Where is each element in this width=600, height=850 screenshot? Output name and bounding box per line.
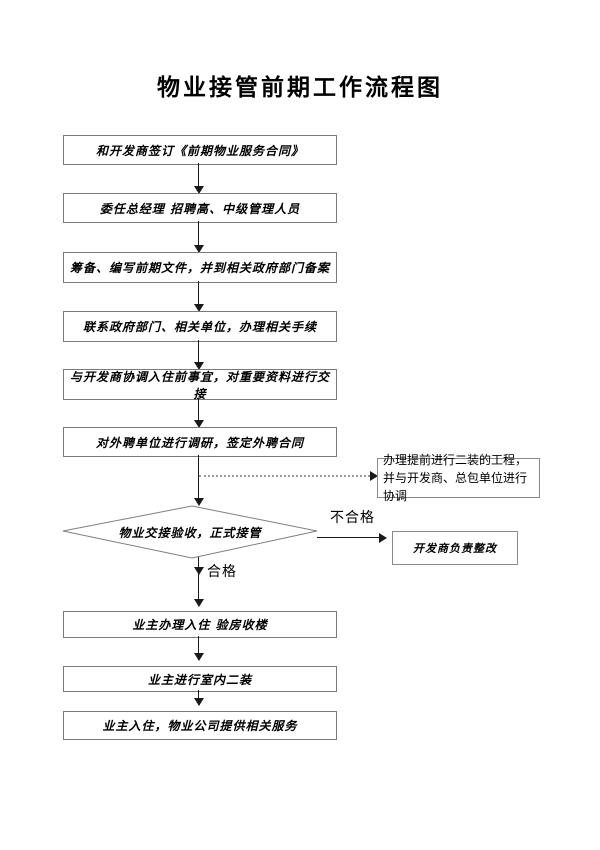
flow-step-9: 业主入住，物业公司提供相关服务 (63, 711, 337, 740)
fail-branch-label: 不合格 (330, 511, 375, 526)
flow-step-5-label: 与开发商协调入住前事宜，对重要资料进行交接 (69, 369, 330, 401)
arrow-down-icon (194, 653, 204, 661)
arrow-down-icon (194, 567, 204, 575)
fail-action-box: 开发商负责整改 (392, 531, 518, 565)
flow-step-2: 委任总经理 招聘高、中级管理人员 (63, 193, 337, 223)
side-note-box: 办理提前进行二装的工程，并与开发商、总包单位进行协调 (377, 453, 540, 503)
side-note-label: 办理提前进行二装的工程，并与开发商、总包单位进行协调 (383, 453, 528, 503)
flow-step-3: 筹备、编写前期文件，并到相关政府部门备案 (63, 252, 337, 283)
arrow-down-icon (194, 498, 204, 506)
arrow-right-icon (370, 471, 378, 481)
fail-connector (317, 537, 379, 538)
connector-7 (198, 557, 199, 606)
decision-diamond (58, 503, 322, 561)
decision-label: 物业交接验收，正式接管 (118, 525, 262, 540)
flow-step-9-label: 业主入住，物业公司提供相关服务 (102, 719, 298, 733)
arrow-down-icon (194, 420, 204, 428)
page-title: 物业接管前期工作流程图 (157, 74, 443, 100)
connector-8 (198, 636, 199, 660)
connector-2 (198, 221, 199, 246)
diamond-shape-icon (62, 505, 318, 559)
arrow-down-icon (194, 186, 204, 194)
flow-step-8-label: 业主进行室内二装 (147, 672, 252, 687)
flow-step-4: 联系政府部门、相关单位，办理相关手续 (63, 311, 337, 342)
arrow-down-icon (194, 304, 204, 312)
arrow-down-icon (194, 245, 204, 253)
flow-step-4-label: 联系政府部门、相关单位，办理相关手续 (82, 320, 317, 334)
arrow-down-icon (194, 362, 204, 370)
connector-9 (198, 690, 199, 705)
flow-step-1: 和开发商签订《前期物业服务合同》 (63, 135, 337, 165)
flow-step-8: 业主进行室内二装 (63, 666, 337, 692)
flow-step-6-label: 对外聘单位进行调研，签定外聘合同 (95, 435, 304, 450)
connector-3 (198, 281, 199, 305)
connector-1 (198, 163, 199, 187)
flow-step-2-label: 委任总经理 招聘高、中级管理人员 (99, 201, 301, 216)
flow-step-7: 业主办理入住 验房收楼 (63, 611, 337, 638)
arrow-down-icon (194, 599, 204, 607)
flow-step-7-label: 业主办理入住 验房收楼 (132, 618, 268, 632)
connector-5 (198, 398, 199, 421)
flow-step-6: 对外聘单位进行调研，签定外聘合同 (63, 427, 337, 457)
flow-step-1-label: 和开发商签订《前期物业服务合同》 (95, 143, 304, 158)
dotted-branch-connector (199, 475, 370, 477)
arrow-down-icon (194, 698, 204, 706)
pass-branch-label: 合格 (207, 565, 237, 580)
flow-step-5: 与开发商协调入住前事宜，对重要资料进行交接 (63, 369, 337, 401)
flow-step-3-label: 筹备、编写前期文件，并到相关政府部门备案 (69, 261, 330, 275)
fail-action-label: 开发商负责整改 (413, 542, 497, 555)
connector-6 (198, 455, 199, 499)
arrow-right-icon (379, 533, 387, 543)
connector-4 (198, 340, 199, 363)
